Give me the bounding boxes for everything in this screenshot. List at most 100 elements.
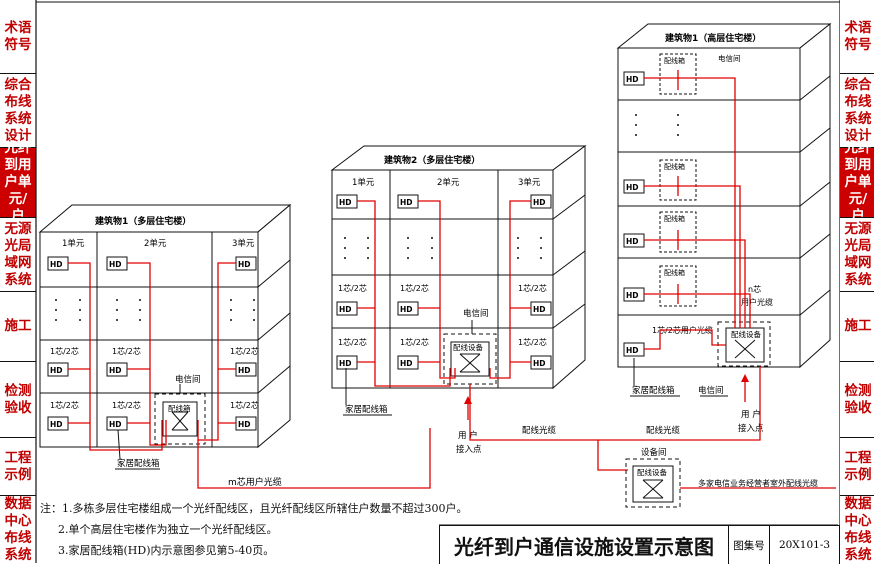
b3-user-cable: 用户光缆 [741, 297, 773, 307]
b1-unit-2: 2单元 [144, 238, 167, 249]
svg-text:HD: HD [626, 237, 639, 246]
atlas-number: 20X101-3 [778, 539, 831, 551]
b2-fiber-lines [357, 200, 531, 387]
b2-home-box-label: 家居配线箱 [345, 404, 388, 415]
tab-terms[interactable]: 术语符号 [0, 0, 36, 74]
svg-text:HD: HD [238, 260, 251, 269]
svg-text:HD: HD [533, 305, 546, 314]
tab-terms-right[interactable]: 术语符号 [840, 0, 874, 74]
left-category-tabs: 术语符号 综合布线系统设计 光纤到用户单元/户 无源光局域网系统 施工 检测验收… [0, 0, 36, 563]
tab-examples-right[interactable]: 工程示例 [840, 438, 874, 496]
b2-ellipsis [344, 237, 542, 259]
notes: 注：1.多栋多层住宅楼组成一个光纤配线区，且光纤配线区所辖住户数量不超过300户… [40, 498, 468, 561]
svg-text:HD: HD [109, 420, 122, 429]
tab-construction[interactable]: 施工 [0, 292, 36, 362]
svg-text:1芯/2芯: 1芯/2芯 [50, 346, 79, 356]
tab-datacenter[interactable]: 数据中心布线系统 [4, 495, 32, 563]
equipment-device-label: 配线设备 [637, 467, 667, 477]
b3-title: 建筑物1（高层住宅楼） [665, 32, 761, 44]
svg-text:HD: HD [238, 420, 251, 429]
b3-fiber-lines [644, 70, 751, 350]
building-2 [330, 145, 587, 390]
svg-text:配线箱: 配线箱 [664, 162, 685, 171]
tab-cabling-design[interactable]: 综合布线系统设计 [0, 74, 36, 148]
svg-text:HD: HD [339, 305, 352, 314]
operators-cable-label: 多家电信业务经营者室外配线光缆 [698, 478, 818, 488]
tab-inspection[interactable]: 检测验收 [0, 362, 36, 438]
svg-text:配线箱: 配线箱 [664, 214, 685, 223]
note-3: 3.家居配线箱(HD)内示意图参见第5-40页。 [58, 544, 275, 557]
svg-text:HD: HD [400, 305, 413, 314]
b2-user-entry-b: 接入点 [456, 444, 482, 455]
wiring-cable-label-2: 配线光缆 [646, 425, 681, 436]
svg-text:HD: HD [50, 260, 63, 269]
b2-unit-1: 1单元 [352, 177, 375, 188]
svg-text:1芯/2芯: 1芯/2芯 [518, 283, 547, 293]
svg-text:配线箱: 配线箱 [664, 268, 685, 277]
svg-text:HD: HD [50, 366, 63, 375]
svg-text:1芯/2芯: 1芯/2芯 [518, 337, 547, 347]
b3-home-box-label: 家居配线箱 [632, 385, 675, 396]
svg-text:1芯/2芯: 1芯/2芯 [112, 346, 141, 356]
b3-distribution-device-label: 配线设备 [731, 329, 761, 339]
b1-title: 建筑物1（多层住宅楼） [95, 215, 191, 227]
note-1: 注：1.多栋多层住宅楼组成一个光纤配线区，且光纤配线区所辖住户数量不超过300户… [40, 502, 468, 515]
b2-telecom-room-label: 电信间 [463, 308, 489, 319]
tab-cabling-design-right[interactable]: 综合布线系统设计 [840, 74, 874, 148]
svg-text:1芯/2芯: 1芯/2芯 [400, 337, 429, 347]
building-1 [38, 203, 292, 449]
note-2: 2.单个高层住宅楼作为独立一个光纤配线区。 [58, 523, 278, 536]
fttx-diagram: 建筑物1（多层住宅楼） 1单元 2单元 3单元 HD HD HD HD HD HD HD… [35, 0, 840, 563]
b3-telecom-room-top: 电信间 [718, 53, 741, 63]
svg-text:HD: HD [109, 260, 122, 269]
tab-examples[interactable]: 工程示例 [0, 438, 36, 496]
title-block: 光纤到户通信设施设置示意图 图集号 20X101-3 [439, 525, 840, 564]
tab-construction-right[interactable]: 施工 [840, 292, 874, 362]
b3-floor-boxes [659, 53, 697, 307]
svg-text:HD: HD [339, 359, 352, 368]
svg-text:HD: HD [533, 198, 546, 207]
svg-text:1芯/2芯: 1芯/2芯 [338, 283, 367, 293]
svg-text:配线箱: 配线箱 [664, 56, 685, 65]
b2-title: 建筑物2（多层住宅楼） [384, 154, 480, 166]
svg-text:1芯/2芯: 1芯/2芯 [230, 346, 259, 356]
tab-pon[interactable]: 无源光局域网系统 [0, 218, 36, 292]
m-core-cable-label: m芯用户光缆 [228, 476, 282, 488]
drawing-title: 光纤到户通信设施设置示意图 [440, 526, 729, 564]
b1-ellipsis [55, 299, 255, 321]
b3-user-entry-a: 用 户 [741, 409, 761, 420]
right-category-tabs: 术语符号 综合布线系统设计 光纤到用户单元/户 无源光局域网系统 施工 检测验收… [840, 0, 874, 563]
b1-unit-1: 1单元 [62, 238, 85, 249]
svg-text:HD: HD [109, 366, 122, 375]
tab-datacenter-right[interactable]: 数据中心布线系统 [844, 495, 872, 563]
b3-telecom-room-label: 电信间 [698, 385, 724, 396]
svg-text:HD: HD [400, 198, 413, 207]
b2-unit-3: 3单元 [518, 177, 541, 188]
svg-text:1芯/2芯: 1芯/2芯 [338, 337, 367, 347]
tab-pon-right[interactable]: 无源光局域网系统 [840, 218, 874, 292]
svg-text:HD: HD [339, 198, 352, 207]
tab-inspection-right[interactable]: 检测验收 [840, 362, 874, 438]
b1-home-box-label: 家居配线箱 [117, 458, 160, 469]
svg-text:HD: HD [626, 183, 639, 192]
b3-ellipsis [635, 114, 679, 136]
b1-fiber-lines [68, 262, 431, 489]
b1-distribution-box-label: 配线箱 [168, 403, 191, 413]
svg-text:1芯/2芯: 1芯/2芯 [230, 400, 259, 410]
atlas-label: 图集号 [729, 526, 770, 564]
svg-text:HD: HD [400, 359, 413, 368]
b3-n-core: n芯 [748, 284, 761, 294]
b1-unit-3: 3单元 [232, 238, 255, 249]
b3-user-entry-b: 接入点 [738, 423, 764, 434]
b2-distribution-device-label: 配线设备 [453, 342, 483, 352]
wiring-fiber-lines [469, 366, 836, 489]
svg-text:HD: HD [626, 291, 639, 300]
svg-text:1芯/2芯: 1芯/2芯 [400, 283, 429, 293]
b2-user-entry-a: 用 户 [458, 430, 478, 441]
svg-text:1芯/2芯: 1芯/2芯 [112, 400, 141, 410]
svg-text:HD: HD [533, 359, 546, 368]
tab-fttx-right[interactable]: 光纤到用户单元/户 [840, 140, 874, 224]
equipment-room-label: 设备间 [641, 447, 667, 458]
svg-text:HD: HD [238, 366, 251, 375]
tab-fttx[interactable]: 光纤到用户单元/户 [0, 140, 36, 224]
